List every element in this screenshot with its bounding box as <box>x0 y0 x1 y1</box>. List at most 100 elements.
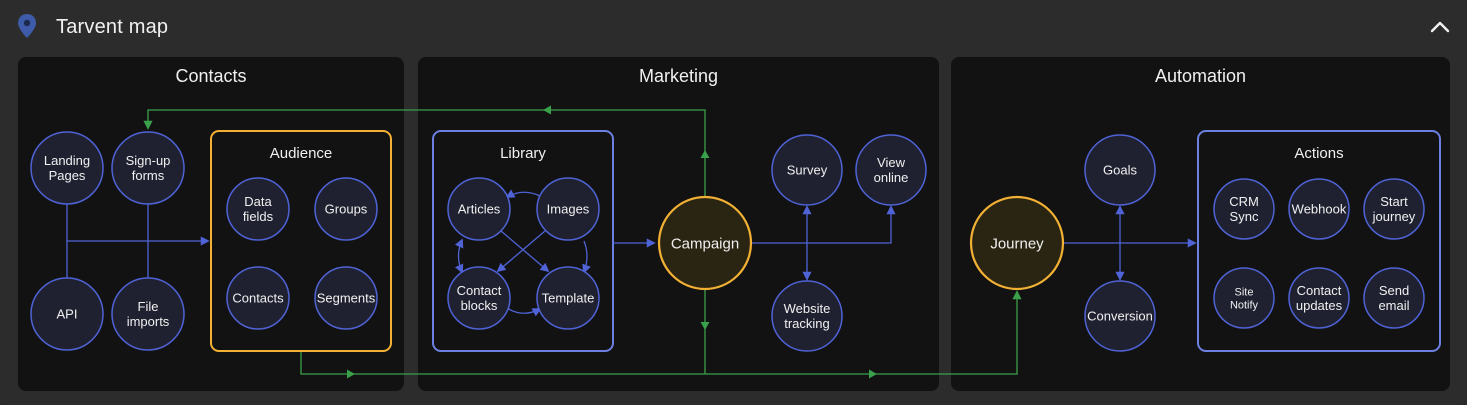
contact-blocks-to-template-connector <box>506 307 542 317</box>
node-circle[interactable] <box>771 280 843 352</box>
node-label: online <box>874 170 909 185</box>
sources-to-audience-connector <box>66 204 210 246</box>
node-circle[interactable] <box>1288 178 1350 240</box>
node-circle[interactable] <box>30 277 104 351</box>
node-circle[interactable] <box>536 177 600 241</box>
node-circle[interactable] <box>447 266 511 330</box>
node-label: blocks <box>461 298 498 313</box>
node-segments[interactable]: Segments <box>314 266 378 330</box>
node-label: Template <box>542 291 595 306</box>
node-circle[interactable] <box>1084 134 1156 206</box>
contacts-section-title: Contacts <box>175 66 247 86</box>
node-label: Webhook <box>1292 202 1347 217</box>
campaign-to-signup-forms-connector <box>143 109 706 196</box>
node-api[interactable]: API <box>30 277 104 351</box>
node-label: imports <box>127 314 170 329</box>
node-webhook[interactable]: Webhook <box>1288 178 1350 240</box>
marketing-section-title: Marketing <box>638 66 719 86</box>
green-arrowhead <box>700 150 710 158</box>
node-label: Send <box>1379 283 1409 298</box>
node-contacts[interactable]: Contacts <box>226 266 290 330</box>
node-circle[interactable] <box>314 266 378 330</box>
node-label: View <box>877 155 906 170</box>
node-circle[interactable] <box>969 195 1065 291</box>
node-circle[interactable] <box>1213 267 1275 329</box>
audience-group-box <box>210 130 392 352</box>
node-journey[interactable]: Journey <box>969 195 1065 291</box>
node-label: fields <box>243 209 274 224</box>
node-label: CRM <box>1229 194 1259 209</box>
node-circle[interactable] <box>657 195 753 291</box>
node-circle[interactable] <box>314 177 378 241</box>
node-circle[interactable] <box>1213 178 1275 240</box>
node-label: tracking <box>784 316 830 331</box>
green-arrowhead <box>347 369 355 379</box>
node-label: Sync <box>1230 209 1259 224</box>
node-label: Landing <box>44 153 90 168</box>
node-articles[interactable]: Articles <box>447 177 511 241</box>
node-label: File <box>138 299 159 314</box>
library-group-box <box>432 130 614 352</box>
node-label: Segments <box>317 291 376 306</box>
node-template[interactable]: Template <box>536 266 600 330</box>
node-label: Contact <box>1297 283 1342 298</box>
node-goals[interactable]: Goals <box>1084 134 1156 206</box>
node-images[interactable]: Images <box>536 177 600 241</box>
node-label: Website <box>784 301 831 316</box>
chevron-up-icon[interactable] <box>1426 14 1454 40</box>
node-circle[interactable] <box>1084 280 1156 352</box>
node-circle[interactable] <box>1363 178 1425 240</box>
node-label: Groups <box>325 202 368 217</box>
green-arrowhead <box>543 105 551 115</box>
actions-group-title: Actions <box>1294 145 1343 162</box>
node-label: Goals <box>1103 163 1137 178</box>
node-label: Articles <box>458 202 501 217</box>
node-label: Start <box>1380 194 1408 209</box>
images-to-articles-connector <box>505 189 541 198</box>
campaign-to-survey-connector <box>752 205 812 244</box>
node-circle[interactable] <box>111 131 185 205</box>
node-label: Contacts <box>232 291 284 306</box>
images-to-template-connector <box>582 240 591 274</box>
node-label: Conversion <box>1087 309 1153 324</box>
node-circle[interactable] <box>226 266 290 330</box>
node-label: Campaign <box>671 235 739 252</box>
node-circle[interactable] <box>226 177 290 241</box>
node-label: Pages <box>49 168 86 183</box>
node-survey[interactable]: Survey <box>771 134 843 206</box>
node-circle[interactable] <box>30 131 104 205</box>
node-circle[interactable] <box>1363 267 1425 329</box>
actions-group-box <box>1197 130 1441 352</box>
node-conversion[interactable]: Conversion <box>1084 280 1156 352</box>
campaign-to-view-online-connector <box>807 205 896 244</box>
node-circle[interactable] <box>111 277 185 351</box>
node-label: Contact <box>457 283 502 298</box>
node-campaign[interactable]: Campaign <box>657 195 753 291</box>
green-arrowhead <box>700 322 710 330</box>
node-label: Notify <box>1230 299 1259 311</box>
node-circle[interactable] <box>855 134 927 206</box>
node-groups[interactable]: Groups <box>314 177 378 241</box>
node-circle[interactable] <box>447 177 511 241</box>
green-arrowhead <box>869 369 877 379</box>
node-circle[interactable] <box>536 266 600 330</box>
node-label: Sign-up <box>126 153 171 168</box>
articles-to-template-connector <box>500 230 550 273</box>
node-circle[interactable] <box>771 134 843 206</box>
node-circle[interactable] <box>1288 267 1350 329</box>
